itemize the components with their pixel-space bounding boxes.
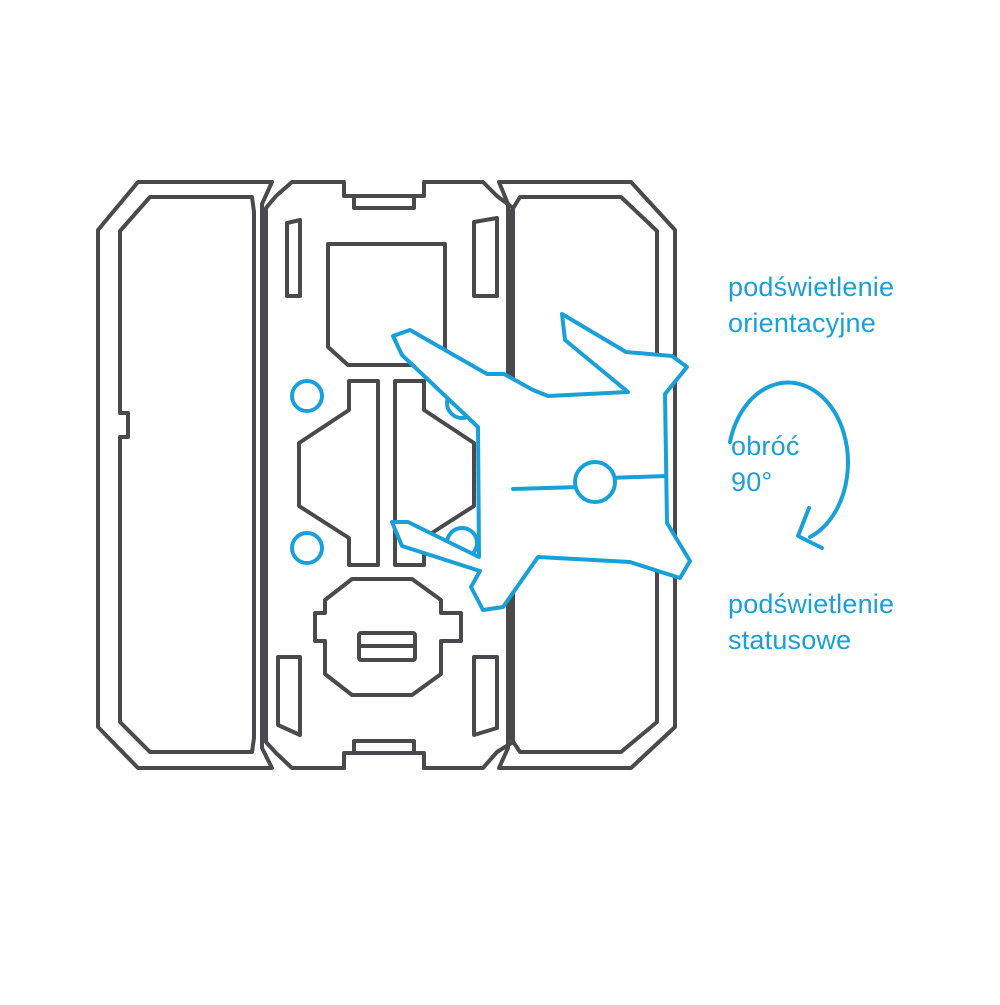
spring-clip-icon xyxy=(390,312,692,612)
top-notch xyxy=(352,194,416,210)
orientation-lighting-label: podświetlenie orientacyjne xyxy=(728,269,894,341)
orientation-lighting-line-2: orientacyjne xyxy=(728,308,876,338)
rotate-clockwise-arrow-icon xyxy=(728,380,850,550)
rotate-line-2: 90° xyxy=(731,467,773,497)
rotate-line-1: obróć xyxy=(731,431,800,461)
center-frame xyxy=(264,180,515,770)
rotate-instruction-label: obróć 90° xyxy=(731,428,800,500)
switch-mechanism xyxy=(96,180,677,770)
clip-center-hub xyxy=(573,460,617,504)
accent-layer xyxy=(290,312,850,612)
orientation-lighting-line-1: podświetlenie xyxy=(728,272,895,302)
status-lighting-line-2: statusowe xyxy=(728,625,852,655)
slot-top-right xyxy=(472,216,499,298)
led-bottom-left xyxy=(290,531,324,565)
status-lighting-line-1: podświetlenie xyxy=(728,589,895,619)
terminal-left xyxy=(297,379,380,567)
slot-bottom-left xyxy=(276,655,302,737)
connector-slot xyxy=(357,631,417,662)
light-window xyxy=(326,242,447,367)
slot-top-left xyxy=(285,218,302,298)
status-lighting-label: podświetlenie statusowe xyxy=(728,586,894,658)
bottom-notch xyxy=(352,739,416,755)
led-top-left xyxy=(290,379,324,413)
left-rocker-housing xyxy=(96,180,274,770)
terminal-right xyxy=(393,379,476,567)
slot-bottom-right xyxy=(472,655,499,737)
connector-socket xyxy=(313,577,463,697)
